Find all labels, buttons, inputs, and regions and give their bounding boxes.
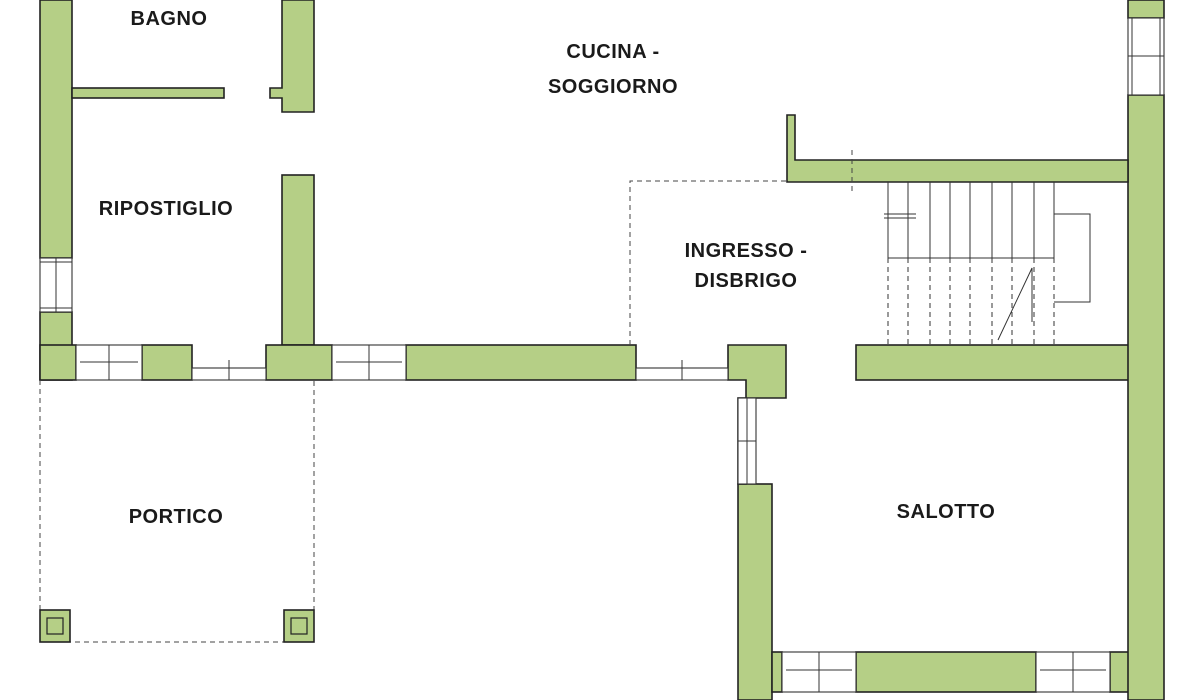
room-label-salotto: SALOTTO [897, 501, 996, 523]
wall-left-outer [39, 0, 73, 259]
wall-salotto-left [737, 483, 773, 700]
wall-bottom-seg3 [265, 344, 333, 381]
wall-salotto-top [855, 344, 1131, 381]
wall-kitchen-bottom [786, 114, 1129, 183]
wall-bottom-seg1 [39, 344, 77, 381]
portico-pillar-left [39, 609, 71, 643]
wall-right-outer [1127, 94, 1165, 700]
portico-pillar-right [283, 609, 315, 643]
wall-bagno-right [269, 0, 315, 113]
wall-right-outer-top [1127, 0, 1165, 19]
walls [39, 0, 1165, 700]
wall-entrance-pillar [727, 344, 787, 399]
wall-salotto-bottom-seg1 [771, 651, 783, 693]
wall-salotto-bottom-seg2 [855, 651, 1037, 693]
wall-bagno-bottom [71, 87, 225, 99]
room-label-bagno: BAGNO [131, 8, 208, 30]
room-labels: BAGNO CUCINA - SOGGIORNO RIPOSTIGLIO ING… [99, 8, 996, 528]
ingresso-dashed-boundary [629, 180, 787, 345]
room-label-ingresso-disbrigo-line1: INGRESSO - [685, 240, 808, 262]
room-label-cucina-soggiorno-line1: CUCINA - [566, 41, 659, 63]
portico-dashed-boundary [39, 380, 315, 643]
windows [39, 17, 1165, 693]
dashed-outlines [39, 150, 853, 643]
staircase [884, 182, 1091, 345]
room-label-portico: PORTICO [129, 506, 224, 528]
room-label-ripostiglio: RIPOSTIGLIO [99, 198, 233, 220]
room-label-ingresso-disbrigo-line2: DISBRIGO [695, 270, 798, 292]
wall-bottom-seg2 [141, 344, 193, 381]
wall-bottom-seg4 [405, 344, 637, 381]
room-label-cucina-soggiorno-line2: SOGGIORNO [548, 76, 678, 98]
wall-ripostiglio-right [281, 174, 315, 346]
portico-pillars [39, 609, 315, 643]
stair-direction-arrow [997, 267, 1033, 341]
wall-salotto-bottom-seg3 [1109, 651, 1131, 693]
